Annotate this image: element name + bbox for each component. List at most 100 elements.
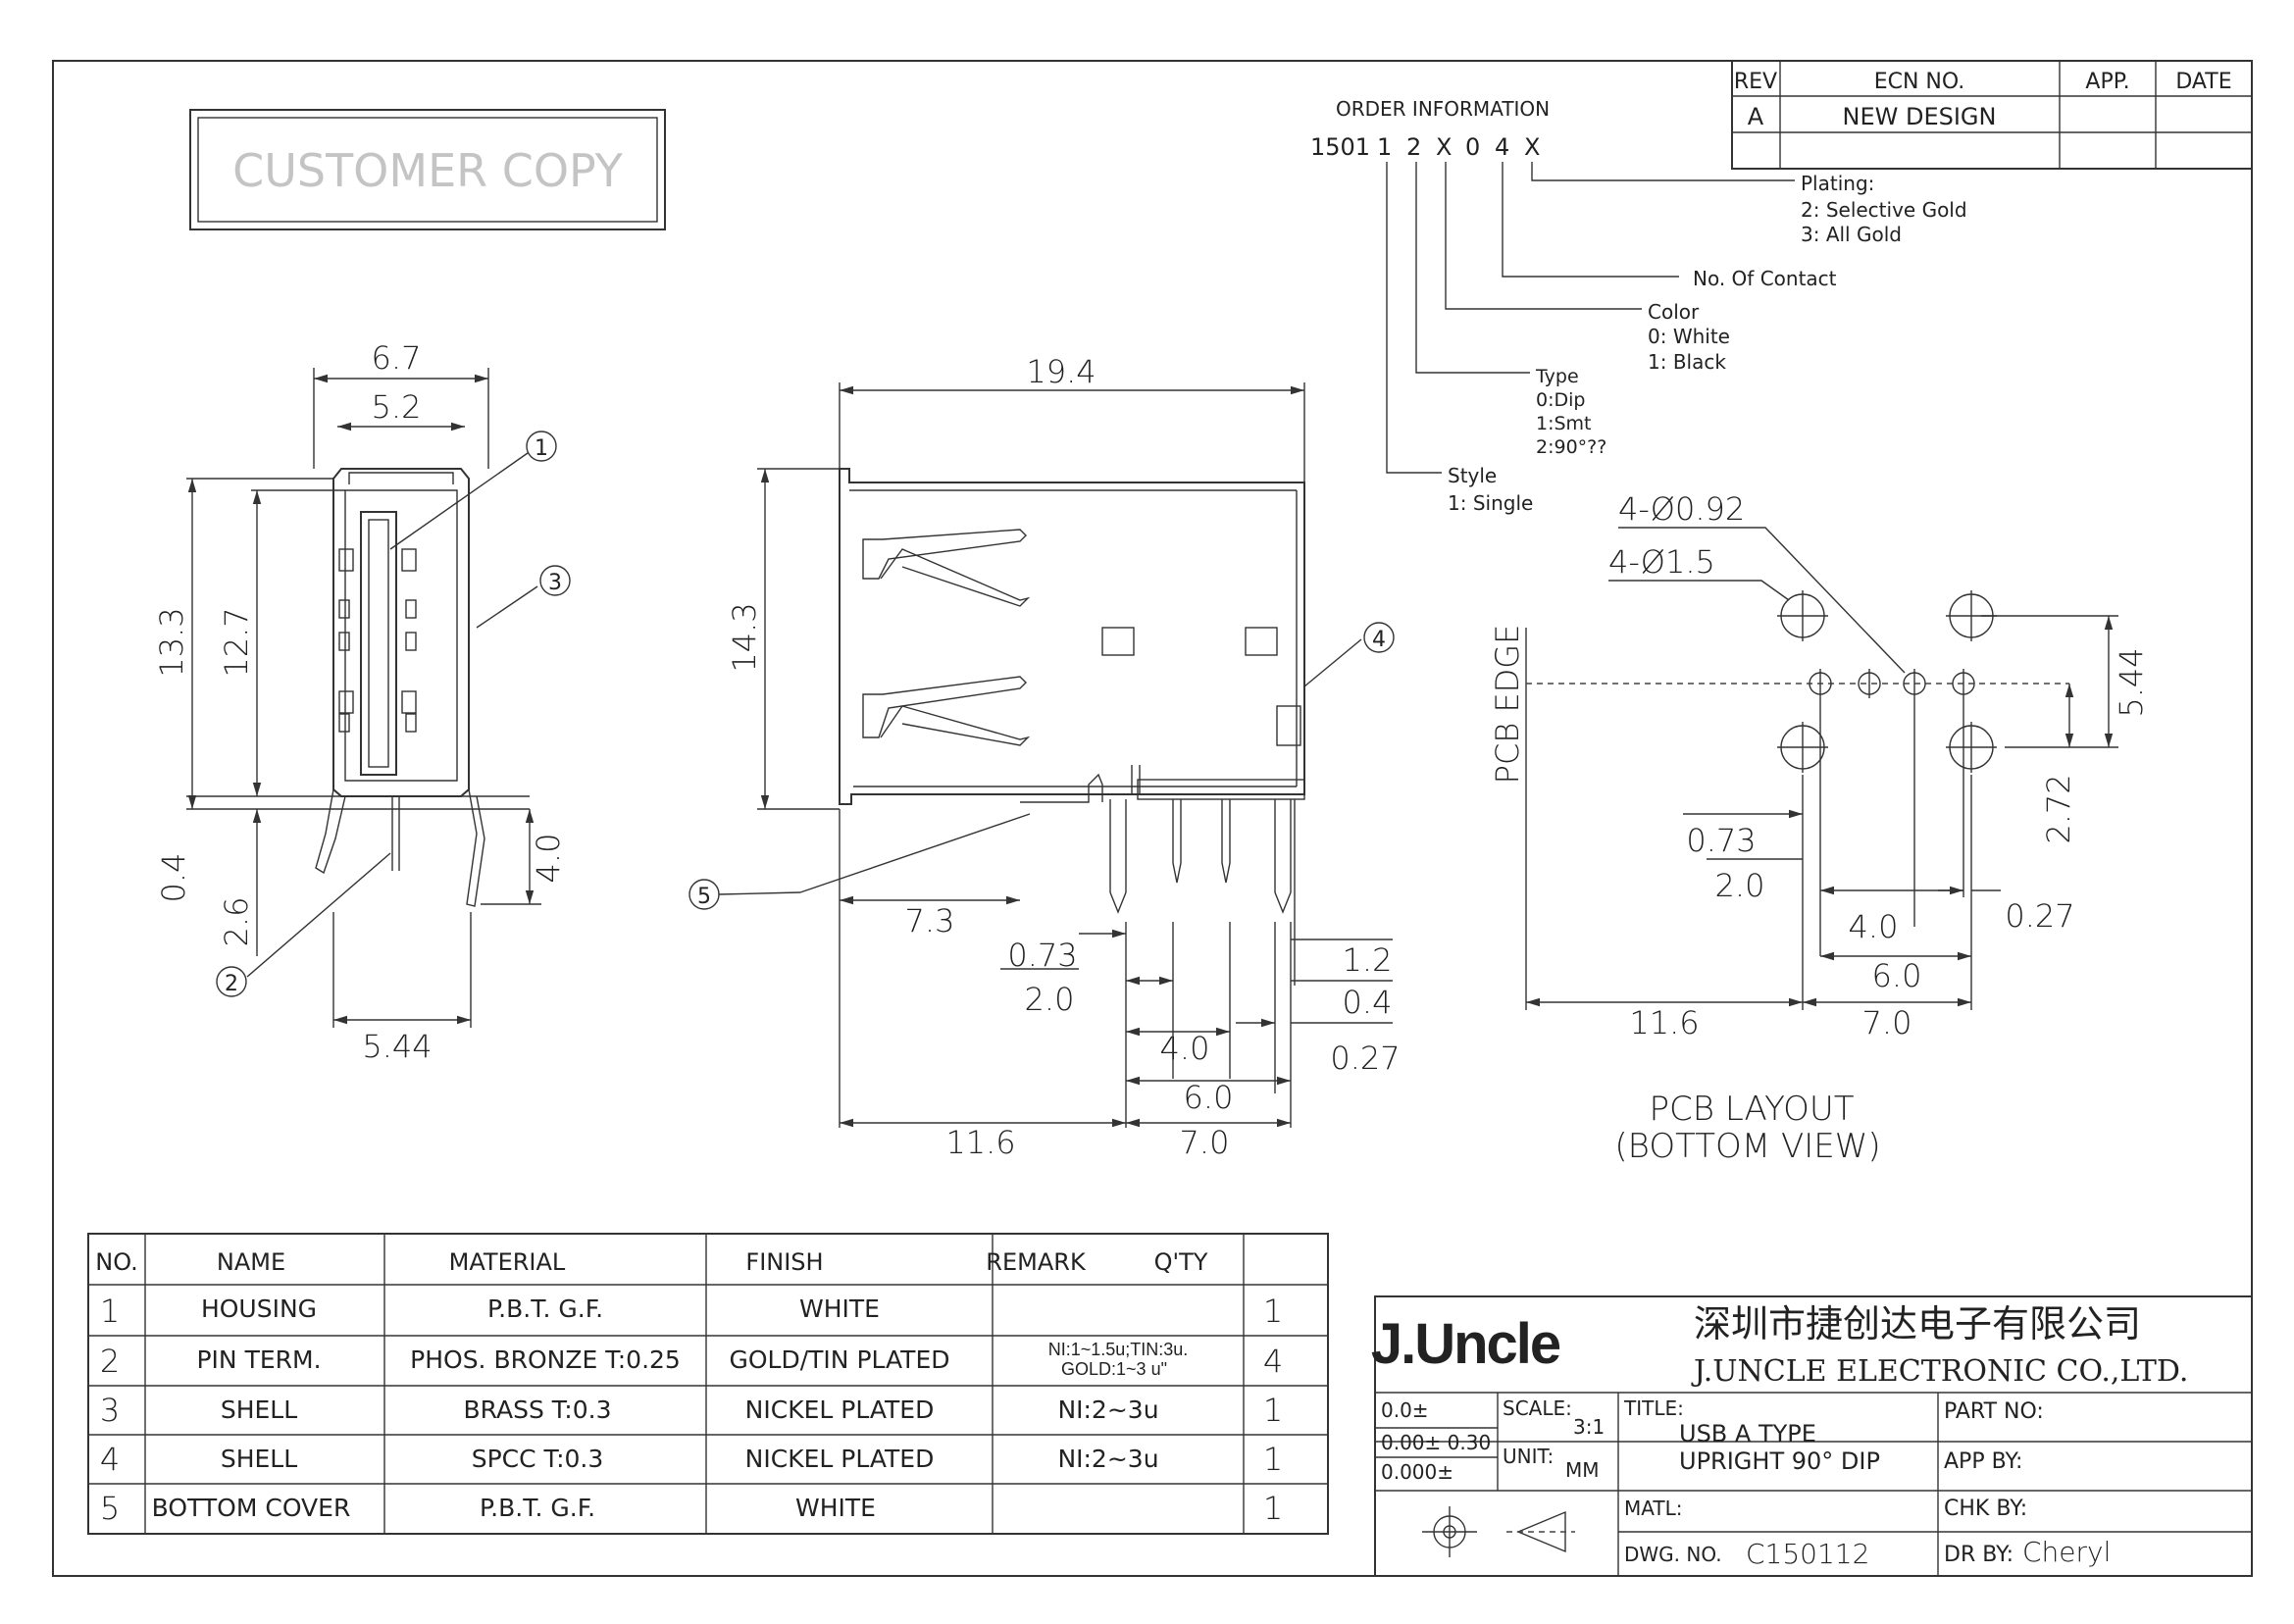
plating-label: Plating:	[1801, 172, 1874, 195]
dim-7-0-side: 7.0	[1180, 1124, 1230, 1161]
ecn-header: ECN NO.	[1874, 70, 1965, 94]
bom-row-name: SHELL	[221, 1396, 297, 1424]
part-no-label: PART NO:	[1944, 1399, 2044, 1424]
projection-symbol-icon	[1422, 1506, 1575, 1557]
customer-copy-text: CUSTOMER COPY	[232, 144, 624, 197]
bom-row-no: 1	[100, 1293, 120, 1330]
dim-7-0-pcb: 7.0	[1862, 1004, 1912, 1041]
bom-header-no: NO.	[95, 1248, 138, 1276]
style-opt-1: 1: Single	[1448, 491, 1533, 515]
hole-label-0-92: 4-Ø0.92	[1618, 490, 1745, 528]
bom-row-name: HOUSING	[201, 1294, 317, 1323]
bom-row-name: BOTTOM COVER	[152, 1494, 351, 1522]
type-opt-1: 0:Dip	[1536, 389, 1585, 411]
dim-0-73-side: 0.73	[1007, 937, 1077, 974]
bom-row-finish: NICKEL PLATED	[745, 1445, 935, 1473]
bom-row-qty: 1	[1263, 1490, 1283, 1527]
order-code-plating: X	[1524, 133, 1540, 161]
bom-row-no: 4	[100, 1441, 120, 1478]
type-opt-3: 2:90°??	[1536, 436, 1606, 458]
order-code-prefix: 1501	[1310, 133, 1370, 161]
dim-6-0-side: 6.0	[1184, 1079, 1234, 1116]
company-logo: J.Uncle	[1371, 1312, 1560, 1376]
color-opt-1: 0: White	[1648, 325, 1730, 348]
dim-1-2: 1.2	[1343, 941, 1393, 979]
dim-19-4: 19.4	[1026, 353, 1096, 390]
company-name-cn: 深圳市捷创达电子有限公司	[1694, 1302, 2141, 1345]
tolerance-3: 0.000±	[1381, 1460, 1453, 1484]
front-view: 6.7 5.2 13.3 12.7 0.4 2.6 4.0 5.44 1 2 3	[153, 339, 571, 1065]
callout-3: 3	[548, 571, 562, 595]
title-block: J.Uncle 深圳市捷创达电子有限公司 J.UNCLE ELECTRONIC …	[1371, 1295, 2253, 1577]
unit-value: MM	[1565, 1458, 1600, 1482]
dim-6-0-pcb: 6.0	[1872, 957, 1922, 994]
bom-row-material: BRASS T:0.3	[463, 1396, 611, 1424]
bom-row-remark: NI:2~3u	[1057, 1445, 1158, 1473]
dim-0-27-side: 0.27	[1330, 1040, 1400, 1077]
dim-0-73-pcb: 0.73	[1686, 822, 1756, 859]
title-line-2: UPRIGHT 90° DIP	[1679, 1447, 1880, 1475]
dim-4-0-pcb: 4.0	[1849, 908, 1899, 945]
dim-4-0: 4.0	[530, 834, 567, 884]
bom-row-material: SPCC T:0.3	[472, 1445, 604, 1473]
bom-row-no: 2	[100, 1343, 120, 1380]
bom-row-finish: WHITE	[799, 1294, 880, 1323]
unit-label: UNIT:	[1503, 1445, 1554, 1468]
bom-header-remark: REMARK	[986, 1248, 1087, 1276]
callout-2: 2	[225, 972, 238, 996]
bom-row-remark: NI:1~1.5u;TIN:3u.	[1048, 1340, 1189, 1359]
dwg-no-value: C150112	[1746, 1538, 1869, 1570]
side-view: 19.4 14.3 7.3 0.73 2.0 4.0 6.0 11.6 7.0 …	[688, 353, 1401, 1161]
dim-0-4: 0.4	[155, 853, 192, 903]
dim-2-72: 2.72	[2040, 774, 2077, 843]
type-label: Type	[1535, 366, 1579, 387]
dim-0-4-side: 0.4	[1343, 984, 1393, 1021]
order-code-zero: 0	[1465, 133, 1480, 161]
chk-by-label: CHK BY:	[1944, 1497, 2027, 1521]
bom-row-no: 3	[100, 1392, 120, 1429]
pcb-layout-subtitle: (BOTTOM VIEW)	[1614, 1127, 1880, 1166]
dim-13-3: 13.3	[153, 607, 190, 677]
scale-value: 3:1	[1573, 1415, 1605, 1439]
dim-4-0-side: 4.0	[1160, 1030, 1210, 1067]
color-opt-2: 1: Black	[1648, 350, 1726, 374]
tolerance-2: 0.00± 0.30	[1381, 1431, 1491, 1454]
bom-row-qty: 4	[1263, 1343, 1283, 1380]
type-opt-2: 1:Smt	[1536, 413, 1592, 434]
bom-header-material: MATERIAL	[449, 1248, 566, 1276]
plating-opt-2: 3: All Gold	[1801, 223, 1902, 246]
dim-0-27-pcb: 0.27	[2005, 897, 2074, 935]
callout-1: 1	[535, 436, 548, 461]
title-label: TITLE:	[1623, 1396, 1684, 1420]
bom-row-name: PIN TERM.	[196, 1345, 321, 1374]
hole-label-1-5: 4-Ø1.5	[1608, 543, 1715, 581]
app-header: APP.	[2085, 70, 2129, 94]
bom-row-material: PHOS. BRONZE T:0.25	[410, 1345, 681, 1374]
dim-12-7: 12.7	[218, 607, 255, 677]
dim-2-6: 2.6	[218, 897, 255, 947]
order-code-contact: 4	[1495, 133, 1509, 161]
contact-label: No. Of Contact	[1693, 267, 1837, 290]
dr-by-label: DR BY:	[1944, 1543, 2014, 1567]
dwg-no-label: DWG. NO.	[1624, 1543, 1722, 1566]
dr-by-value: Cheryl	[2022, 1536, 2111, 1568]
matl-label: MATL:	[1624, 1497, 1682, 1520]
bom-row-name: SHELL	[221, 1445, 297, 1473]
sheet-border	[52, 60, 2253, 1577]
plating-opt-1: 2: Selective Gold	[1801, 198, 1967, 222]
order-information: ORDER INFORMATION 1501 1 2 X 0 4 X Plati…	[1310, 97, 1967, 515]
order-info-title: ORDER INFORMATION	[1336, 97, 1550, 121]
ecn-value: NEW DESIGN	[1843, 103, 1997, 130]
customer-copy-stamp: CUSTOMER COPY	[189, 109, 666, 230]
pcb-edge-label: PCB EDGE	[1489, 625, 1526, 785]
scale-label: SCALE:	[1503, 1396, 1572, 1420]
order-code-color: X	[1436, 133, 1452, 161]
callout-4: 4	[1372, 628, 1386, 652]
bom-row-qty: 1	[1263, 1441, 1283, 1478]
rev-header: REV	[1734, 70, 1777, 94]
revision-table: REV ECN NO. APP. DATE A NEW DESIGN	[1731, 60, 2253, 170]
bom-row-no: 5	[100, 1490, 120, 1527]
title-line-1: USB A TYPE	[1679, 1420, 1816, 1447]
bom-row-finish: GOLD/TIN PLATED	[730, 1345, 950, 1374]
